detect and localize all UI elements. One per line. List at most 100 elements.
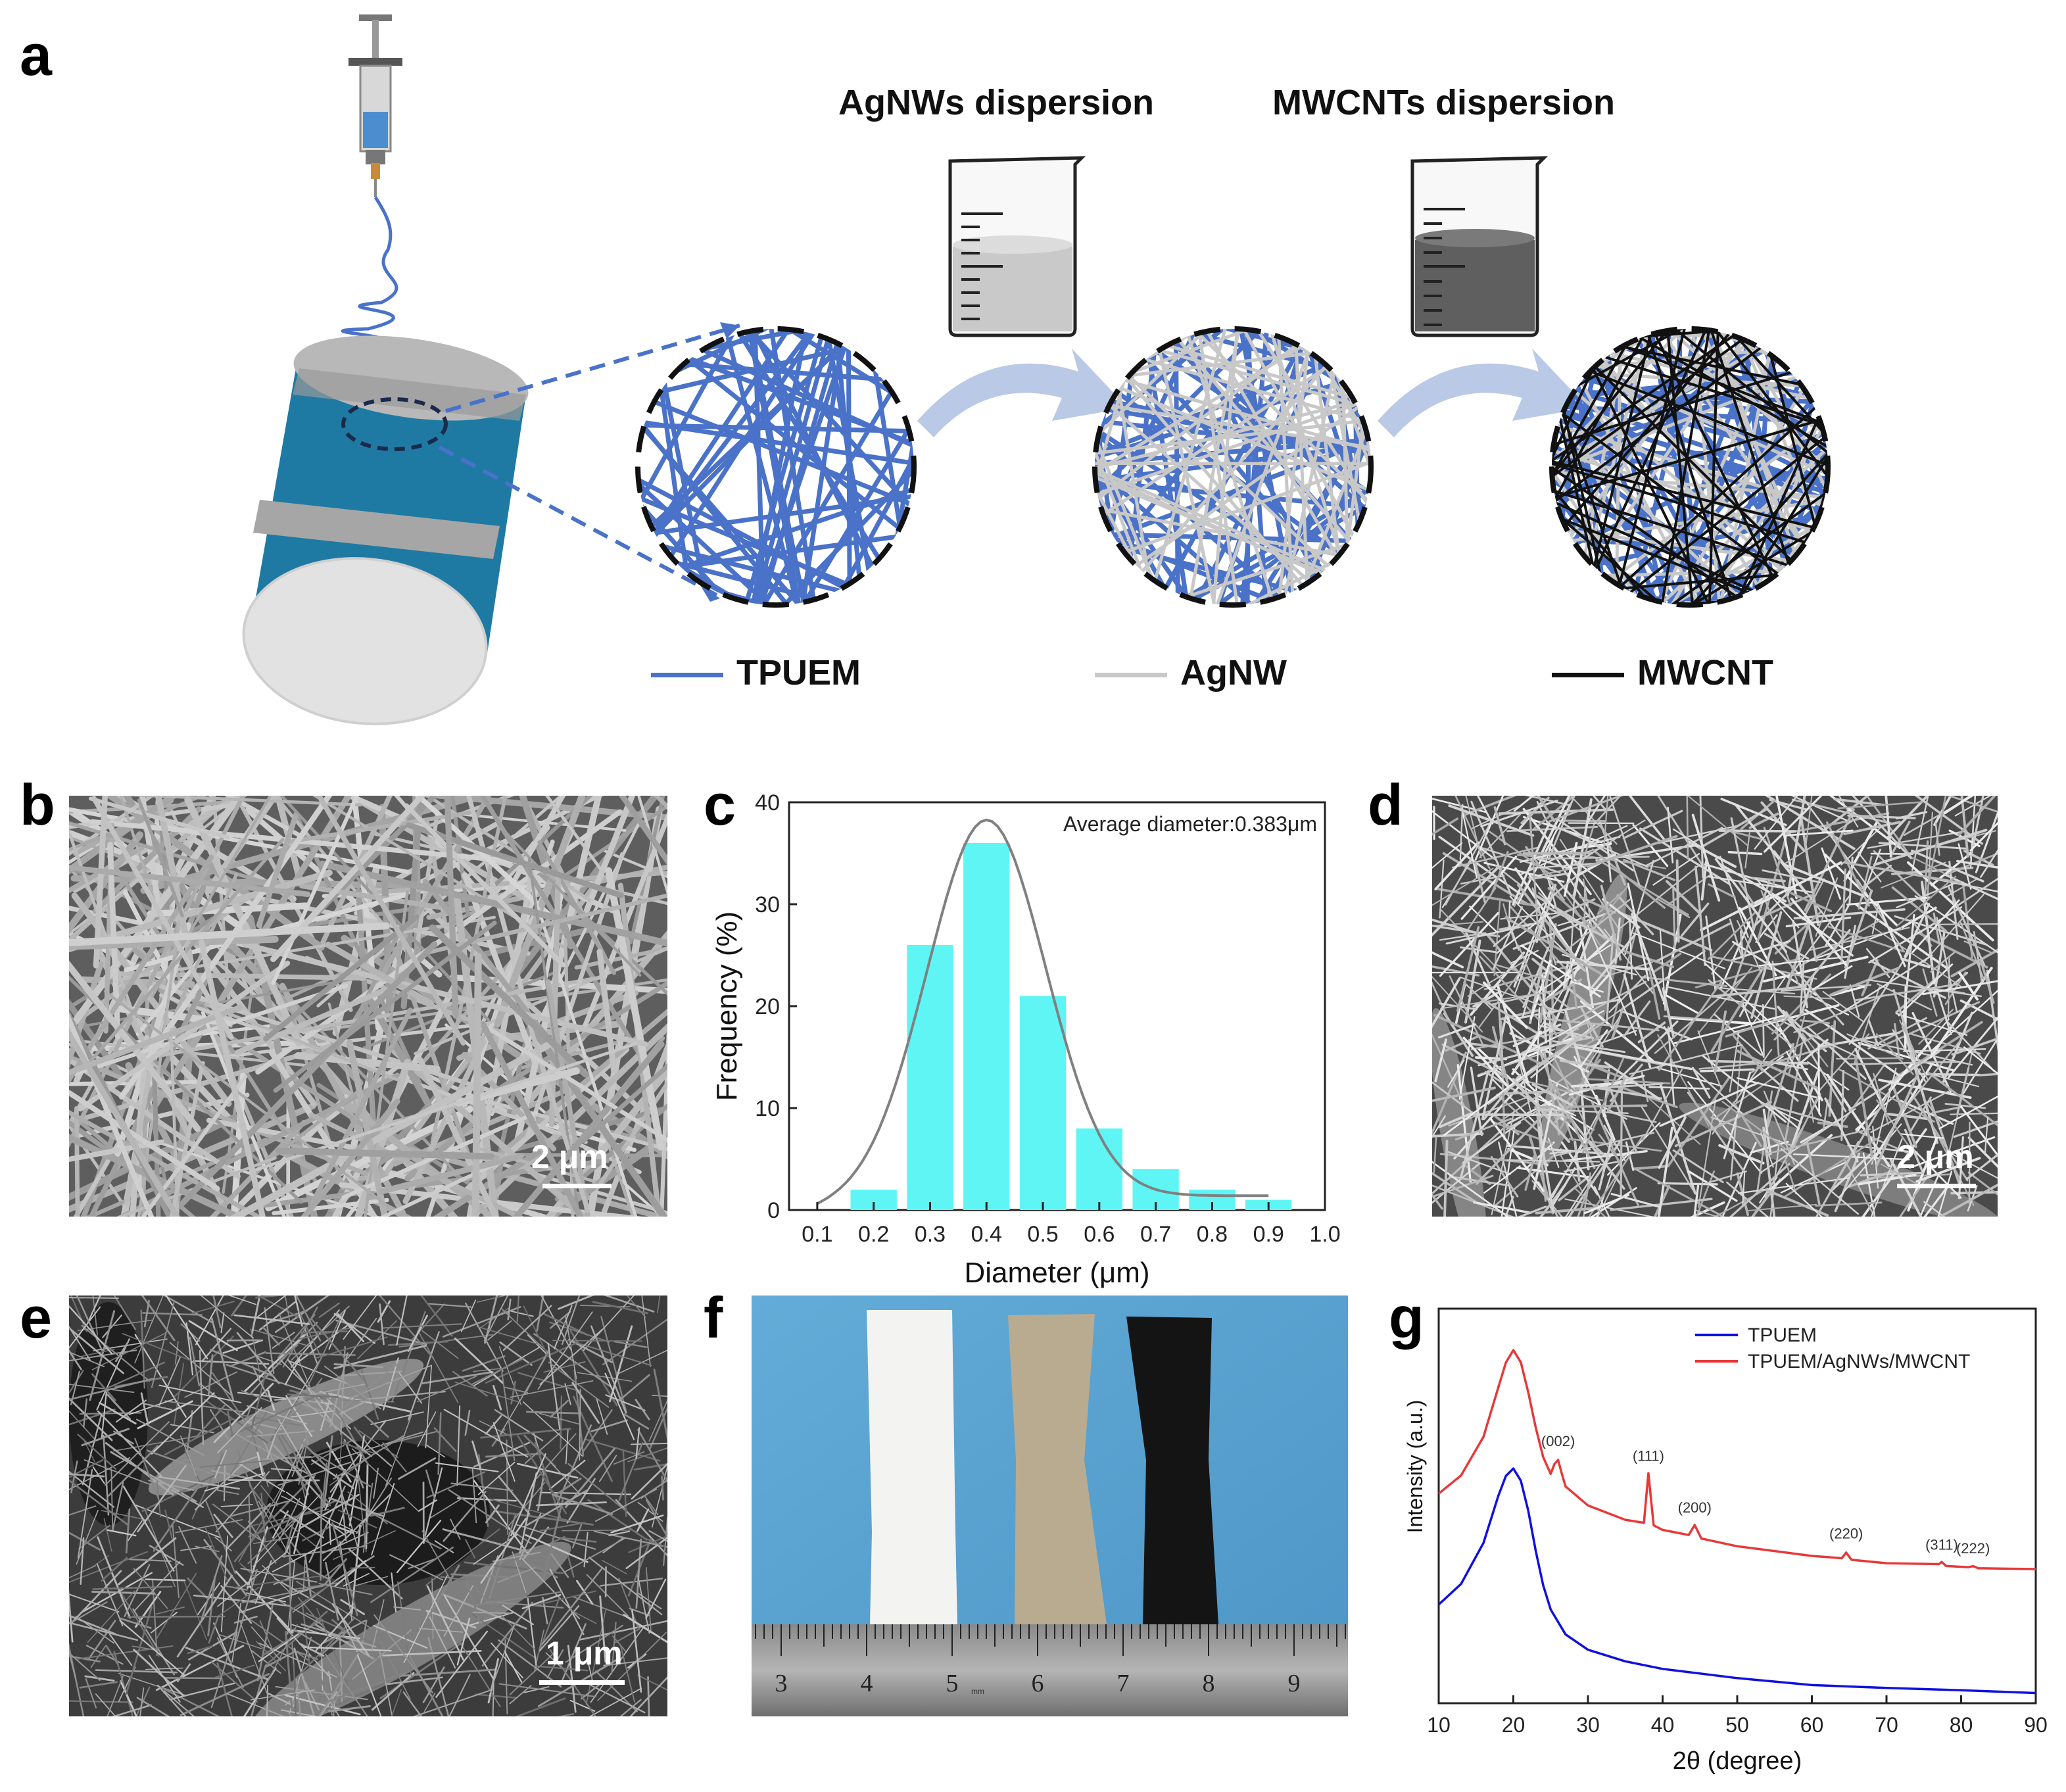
sem-fiber <box>76 1108 78 1217</box>
collector-drum-icon <box>235 323 534 736</box>
sem-fiber <box>224 1466 225 1501</box>
x-tick-label: 0.4 <box>971 1222 1002 1247</box>
y-tick-label: 30 <box>755 892 780 917</box>
panel-letter-e: e <box>20 1289 52 1347</box>
ruler-number: 8 <box>1203 1670 1215 1697</box>
ruler-number: 7 <box>1117 1670 1130 1697</box>
x-tick-label: 0.1 <box>802 1222 832 1247</box>
xrd-svg: (002) (111) (200) (220) (311)(222) TPUEM TPUEM… <box>1381 1289 2065 1789</box>
panel-letter-b: b <box>20 776 55 834</box>
histogram-bar <box>963 843 1009 1210</box>
syringe-icon <box>348 14 402 197</box>
x-axis-label: Diameter (μm) <box>964 1257 1149 1289</box>
fiber-network-tpuem <box>560 268 986 678</box>
y-tick-label: 10 <box>755 1096 780 1121</box>
x-tick-label: 70 <box>1875 1713 1898 1737</box>
sem-fiber <box>1677 861 1679 942</box>
x-tick-label: 0.3 <box>915 1222 946 1247</box>
scale-bar-d <box>1897 1184 1976 1188</box>
x-tick-label: 40 <box>1651 1713 1675 1737</box>
histogram-svg: 0.1 0.2 0.3 0.4 0.5 0.6 0.7 0.8 0.9 1.0 0 10 20 30 40D… <box>697 783 1355 1302</box>
panel-letter-d: d <box>1368 776 1403 834</box>
scale-bar-label-d: 2 μm <box>1897 1138 1974 1176</box>
y-tick-label: 20 <box>755 994 780 1019</box>
agnw-dispersion-label: AgNWs dispersion <box>838 82 1154 123</box>
beaker-mwcnt-icon <box>1412 158 1544 335</box>
scale-bar-label-e: 1 μm <box>546 1634 623 1672</box>
beaker-agnw-icon <box>950 158 1082 335</box>
xrd-series-line <box>1439 1468 2036 1693</box>
peak-label: (311) <box>1925 1536 1958 1553</box>
sem-fiber <box>473 1612 511 1613</box>
fiber-strand <box>1518 597 1860 601</box>
ruler-number: 5 <box>946 1670 959 1697</box>
white-strip <box>867 1310 957 1624</box>
legend-label: TPUEM/AgNWs/MWCNT <box>1748 1351 1970 1372</box>
x-tick-label: 0.9 <box>1253 1222 1284 1247</box>
x-tick-label: 20 <box>1502 1713 1525 1737</box>
legend-line-tpuem <box>651 673 723 677</box>
ruler-unit-label: mm <box>971 1687 984 1696</box>
legend-label: TPUEM <box>1748 1324 1817 1346</box>
sem-fiber <box>1940 924 1998 925</box>
x-tick-label: 80 <box>1950 1713 1973 1737</box>
mwcnt-dispersion-label: MWCNTs dispersion <box>1272 82 1615 123</box>
x-tick-label: 90 <box>2024 1713 2048 1737</box>
sem-fiber <box>69 1297 118 1298</box>
sem-fiber <box>1535 1105 1646 1107</box>
y-tick-label: 40 <box>755 790 780 815</box>
sem-fiber <box>560 1396 561 1449</box>
histogram-bar <box>1020 996 1066 1211</box>
sem-fiber <box>145 1580 185 1581</box>
y-tick-label: 0 <box>767 1198 780 1223</box>
peak-label: (200) <box>1678 1499 1712 1516</box>
scale-bar-label-b: 2 μm <box>531 1138 608 1176</box>
histogram-bar <box>1076 1128 1122 1210</box>
x-tick-label: 0.8 <box>1197 1222 1228 1247</box>
ruler-number: 3 <box>775 1670 788 1697</box>
x-tick-label: 0.6 <box>1084 1222 1115 1247</box>
sem-fiber <box>579 1390 580 1460</box>
legend-label-agnw: AgNW <box>1180 652 1287 693</box>
fiber-strand <box>1247 296 1250 638</box>
process-arrow-1 <box>917 349 1128 437</box>
scale-bar-e <box>539 1680 625 1685</box>
sem-fiber <box>1837 1058 1902 1059</box>
scale-bar-b <box>542 1184 612 1188</box>
sem-fiber <box>1509 902 1510 929</box>
x-tick-label: 1.0 <box>1309 1222 1340 1247</box>
x-tick-label: 0.5 <box>1027 1222 1058 1247</box>
average-diameter-annotation: Average diameter:0.383μm <box>1063 812 1317 836</box>
x-tick-label: 30 <box>1576 1713 1600 1737</box>
x-tick-label: 60 <box>1800 1713 1824 1737</box>
sem-fiber <box>662 1476 663 1499</box>
legend-label-tpuem: TPUEM <box>736 652 861 693</box>
x-axis-label: 2θ (degree) <box>1673 1747 1802 1775</box>
peak-label: (220) <box>1829 1525 1863 1541</box>
panel-letter-f: f <box>704 1289 723 1347</box>
process-arrow-2 <box>1378 349 1588 437</box>
sem-fiber <box>553 1340 642 1341</box>
sem-fiber <box>1621 1088 1622 1198</box>
legend-label-mwcnt: MWCNT <box>1637 652 1773 693</box>
x-tick-label: 10 <box>1427 1713 1451 1737</box>
ruler-number: 9 <box>1288 1670 1301 1697</box>
peak-label: (222) <box>1956 1540 1990 1557</box>
x-tick-label: 50 <box>1725 1713 1749 1737</box>
sem-fiber <box>475 956 479 1217</box>
legend-line-mwcnt <box>1552 673 1624 677</box>
sem-fiber <box>128 1616 224 1617</box>
xrd-chart: (002) (111) (200) (220) (311)(222) TPUEM TPUEM… <box>1381 1289 2065 1789</box>
peak-label: (111) <box>1633 1447 1664 1464</box>
x-tick-label: 0.2 <box>858 1222 889 1247</box>
histogram-bar <box>907 945 953 1210</box>
x-tick-label: 0.7 <box>1140 1222 1171 1247</box>
fiber-network-tpuem-agnw <box>1017 251 1449 679</box>
peak-label: (002) <box>1541 1433 1575 1449</box>
ruler-number: 6 <box>1032 1670 1044 1697</box>
y-axis-label: Frequency (%) <box>711 911 743 1102</box>
legend-line-agnw <box>1095 673 1167 677</box>
y-axis-label: Intensity (a.u.) <box>1403 1400 1427 1534</box>
